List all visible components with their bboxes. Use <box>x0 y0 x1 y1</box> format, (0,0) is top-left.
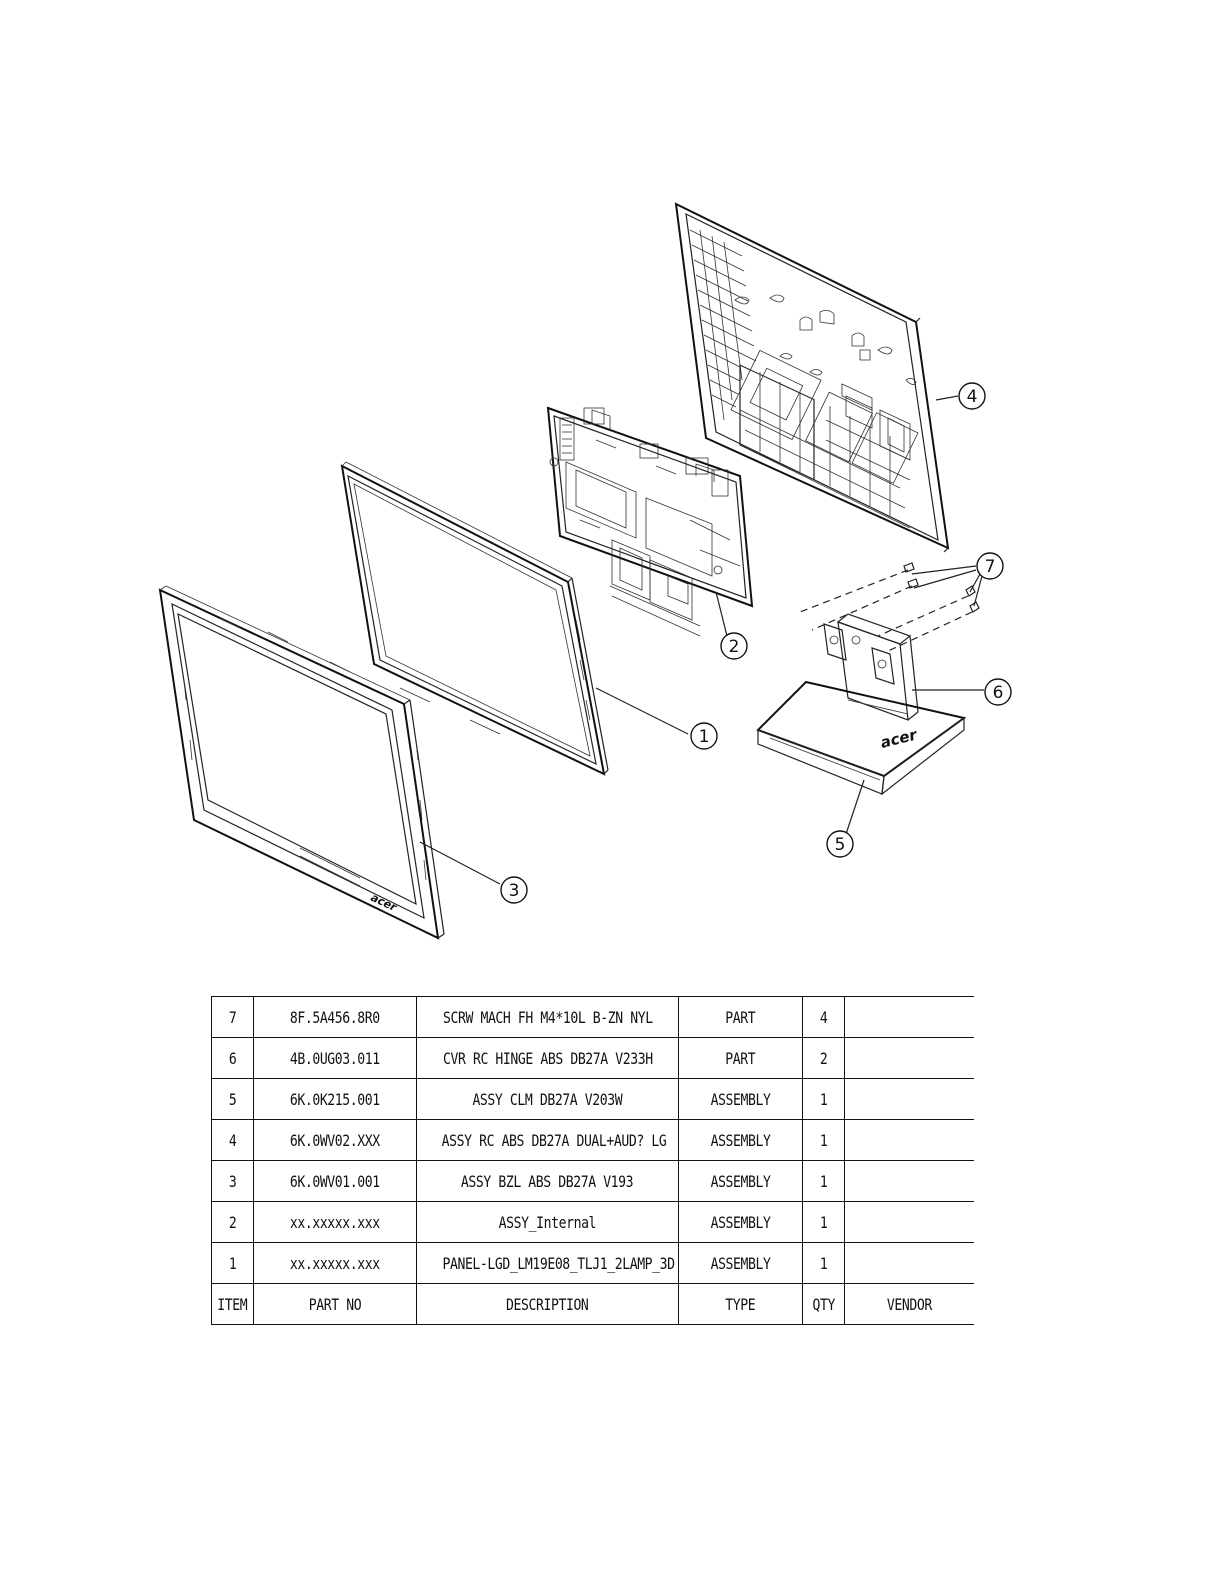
part-no-cell: 6K.0WV01.001 <box>253 1160 417 1202</box>
vendor-cell <box>844 1078 974 1120</box>
callout-2: 2 <box>720 632 748 660</box>
svg-text:1: 1 <box>699 727 710 747</box>
header-part-no: PART NO <box>253 1283 417 1325</box>
description-cell: PANEL-LGD_LM19E08_TLJ1_2LAMP_3D <box>416 1242 679 1284</box>
part-no-cell: 6K.0K215.001 <box>253 1078 417 1120</box>
part-no-cell: xx.xxxxx.xxx <box>253 1201 417 1243</box>
item-cell: 3 <box>211 1160 254 1202</box>
svg-text:6: 6 <box>993 683 1004 703</box>
type-cell: ASSEMBLY <box>678 1078 803 1120</box>
qty-cell: 1 <box>802 1242 845 1284</box>
exploded-view-drawing: acer acer <box>158 202 1012 940</box>
qty-cell: 4 <box>802 996 845 1038</box>
screws-part <box>799 562 980 653</box>
type-cell: PART <box>678 996 803 1038</box>
hinge-part <box>823 613 919 721</box>
qty-cell: 1 <box>802 1078 845 1120</box>
description-cell: SCRW MACH FH M4*10L B-ZN NYL <box>416 996 679 1038</box>
type-cell: ASSEMBLY <box>678 1119 803 1161</box>
bom-body: 7 8F.5A456.8R0 SCRW MACH FH M4*10L B-ZN … <box>211 996 974 1325</box>
part-no-cell: 6K.0WV02.XXX <box>253 1119 417 1161</box>
description-cell: ASSY RC ABS DB27A DUAL+AUD? LG <box>416 1119 679 1161</box>
table-row: 5 6K.0K215.001 ASSY CLM DB27A V203W ASSE… <box>211 1078 974 1120</box>
description-cell: CVR RC HINGE ABS DB27A V233H <box>416 1037 679 1079</box>
svg-text:5: 5 <box>835 835 846 855</box>
table-row: 1 xx.xxxxx.xxx PANEL-LGD_LM19E08_TLJ1_2L… <box>211 1242 974 1284</box>
callout-6: 6 <box>984 678 1012 706</box>
qty-cell: 2 <box>802 1037 845 1079</box>
item-cell: 7 <box>211 996 254 1038</box>
rear-cover-part <box>674 202 950 553</box>
table-row: 4 6K.0WV02.XXX ASSY RC ABS DB27A DUAL+AU… <box>211 1119 974 1161</box>
type-cell: ASSEMBLY <box>678 1242 803 1284</box>
table-row: 6 4B.0UG03.011 CVR RC HINGE ABS DB27A V2… <box>211 1037 974 1079</box>
callout-3: 3 <box>500 876 528 904</box>
vendor-cell <box>844 996 974 1038</box>
callout-7: 7 <box>976 552 1004 580</box>
vendor-cell <box>844 1160 974 1202</box>
header-type: TYPE <box>678 1283 803 1325</box>
description-cell: ASSY BZL ABS DB27A V193 <box>416 1160 679 1202</box>
callout-5: 5 <box>826 830 854 858</box>
vendor-cell <box>844 1037 974 1079</box>
callout-4: 4 <box>958 382 986 410</box>
header-qty: QTY <box>802 1283 845 1325</box>
part-no-cell: 4B.0UG03.011 <box>253 1037 417 1079</box>
bill-of-materials-table: 7 8F.5A456.8R0 SCRW MACH FH M4*10L B-ZN … <box>211 996 974 1325</box>
item-cell: 1 <box>211 1242 254 1284</box>
item-cell: 5 <box>211 1078 254 1120</box>
qty-cell: 1 <box>802 1160 845 1202</box>
svg-text:3: 3 <box>509 881 520 901</box>
front-bezel-part: acer <box>158 585 445 940</box>
internal-chassis-part <box>546 406 754 637</box>
header-description: DESCRIPTION <box>416 1283 679 1325</box>
table-row: 3 6K.0WV01.001 ASSY BZL ABS DB27A V193 A… <box>211 1160 974 1202</box>
part-no-cell: 8F.5A456.8R0 <box>253 996 417 1038</box>
lcd-panel-part <box>340 461 609 776</box>
table-row: 2 xx.xxxxx.xxx ASSY_Internal ASSEMBLY 1 <box>211 1201 974 1243</box>
callout-1: 1 <box>690 722 718 750</box>
type-cell: ASSEMBLY <box>678 1201 803 1243</box>
qty-cell: 1 <box>802 1119 845 1161</box>
item-cell: 2 <box>211 1201 254 1243</box>
svg-text:2: 2 <box>729 637 740 657</box>
qty-cell: 1 <box>802 1201 845 1243</box>
svg-text:4: 4 <box>967 387 978 407</box>
table-row: 7 8F.5A456.8R0 SCRW MACH FH M4*10L B-ZN … <box>211 996 974 1038</box>
item-cell: 4 <box>211 1119 254 1161</box>
header-item: ITEM <box>211 1283 254 1325</box>
description-cell: ASSY_Internal <box>416 1201 679 1243</box>
part-no-cell: xx.xxxxx.xxx <box>253 1242 417 1284</box>
header-vendor: VENDOR <box>844 1283 974 1325</box>
table-header-row: ITEM PART NO DESCRIPTION TYPE QTY VENDOR <box>211 1283 974 1325</box>
leader-lines <box>419 395 984 885</box>
vendor-cell <box>844 1119 974 1161</box>
item-cell: 6 <box>211 1037 254 1079</box>
description-cell: ASSY CLM DB27A V203W <box>416 1078 679 1120</box>
stand-base-part: acer <box>756 680 967 796</box>
stand-logo-text: acer <box>879 725 920 752</box>
vendor-cell <box>844 1201 974 1243</box>
type-cell: PART <box>678 1037 803 1079</box>
vendor-cell <box>844 1242 974 1284</box>
type-cell: ASSEMBLY <box>678 1160 803 1202</box>
svg-text:7: 7 <box>985 557 996 577</box>
